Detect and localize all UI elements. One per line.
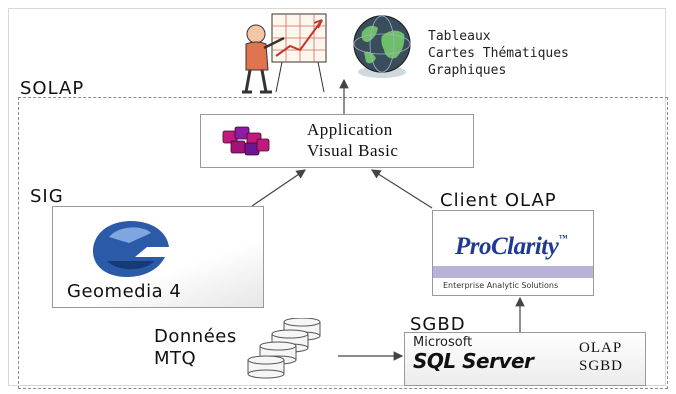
output-tableaux: Tableaux — [428, 29, 491, 44]
donnees-line1: Données — [154, 326, 237, 347]
sqlserver-product: SQL Server — [413, 349, 534, 373]
proclarity-band — [433, 266, 593, 278]
proclarity-logo: ProClarity™ — [455, 233, 567, 261]
application-box: Application Visual Basic — [200, 114, 474, 168]
application-title: Application Visual Basic — [307, 119, 398, 161]
sqlserver-tags: OLAP SGBD — [579, 339, 623, 375]
output-labels: Tableaux Cartes Thématiques Graphiques — [428, 28, 569, 79]
database-stack-icon — [247, 318, 321, 379]
diagram-frame — [8, 8, 666, 386]
sqlserver-box: Microsoft SQL Server OLAP SGBD — [404, 332, 646, 386]
solap-label: SOLAP — [20, 78, 85, 99]
proclarity-tm: ™ — [558, 233, 567, 243]
output-graphiques: Graphiques — [428, 63, 507, 78]
sqlserver-vendor: Microsoft — [413, 335, 473, 350]
geomedia-box: Geomedia 4 — [52, 206, 264, 308]
globe-icon — [353, 15, 411, 78]
sgbd-label: SGBD — [410, 314, 466, 335]
arrow-sig-to-app — [251, 169, 306, 207]
proclarity-logo-text: ProClarity — [455, 233, 559, 260]
donnees-label: Données MTQ — [154, 326, 237, 370]
application-line1: Application — [307, 120, 393, 139]
arrow-client-to-app — [370, 169, 433, 209]
proclarity-tagline: Enterprise Analytic Solutions — [443, 281, 559, 290]
solap-region — [18, 97, 668, 389]
sig-label: SIG — [30, 186, 64, 207]
presenter-chart-icon — [242, 13, 327, 94]
proclarity-box: ProClarity™ Enterprise Analytic Solution… — [432, 210, 594, 296]
cubes-icon — [222, 126, 270, 156]
client-olap-label: Client OLAP — [440, 190, 557, 211]
geomedia-logo-icon — [93, 221, 169, 277]
application-line2: Visual Basic — [307, 141, 399, 160]
sqlserver-tag-olap: OLAP — [579, 340, 623, 356]
sqlserver-tag-sgbd: SGBD — [579, 358, 624, 374]
donnees-line2: MTQ — [154, 348, 197, 369]
geomedia-label: Geomedia 4 — [67, 281, 182, 302]
output-cartes-thematiques: Cartes Thématiques — [428, 46, 569, 61]
